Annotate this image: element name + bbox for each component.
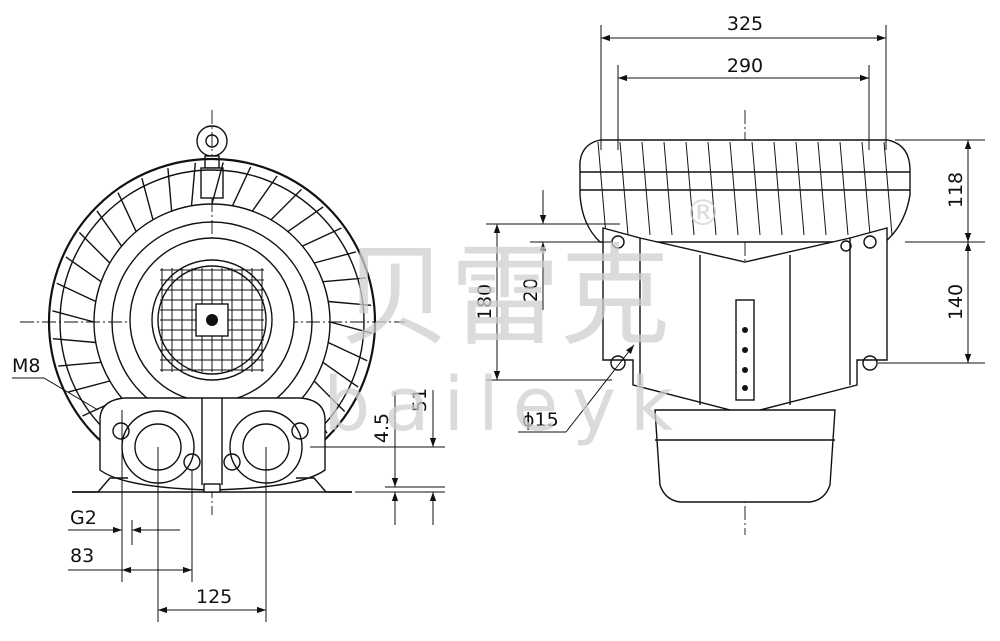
cooling-fin bbox=[167, 168, 173, 212]
cooling-fin bbox=[52, 337, 96, 344]
dim-290: 290 bbox=[727, 55, 763, 77]
cooling-fin bbox=[270, 188, 302, 221]
cap-rib bbox=[883, 141, 893, 236]
cap-rib bbox=[597, 141, 607, 236]
dim-325: 325 bbox=[727, 13, 763, 35]
mount-hole-left bbox=[610, 355, 626, 371]
watermark-english: baileyk bbox=[323, 362, 687, 448]
dim-hole-diameter: ϕ15 bbox=[522, 409, 559, 431]
cooling-fin bbox=[231, 166, 252, 207]
cooling-fin bbox=[313, 380, 346, 412]
cooling-fin bbox=[327, 341, 368, 362]
cooling-fin bbox=[329, 321, 372, 334]
motor-can bbox=[654, 409, 836, 503]
cooling-fin bbox=[322, 277, 366, 283]
cooling-fin bbox=[190, 162, 197, 206]
cap-rib bbox=[641, 141, 651, 236]
motor-face bbox=[129, 237, 295, 403]
cooling-fin bbox=[56, 282, 97, 303]
cooling-fin bbox=[322, 361, 359, 388]
watermark-chinese: 贝雷克 bbox=[340, 233, 670, 361]
cap-rib bbox=[729, 141, 739, 236]
cooling-fin bbox=[67, 380, 110, 393]
cap-rib bbox=[619, 141, 629, 236]
m8-leader-slant bbox=[43, 377, 99, 411]
cap-rib bbox=[795, 141, 805, 236]
dim-140: 140 bbox=[945, 284, 967, 320]
cooling-fin bbox=[65, 256, 102, 283]
mount-hole-right bbox=[862, 355, 878, 371]
dim-4-5: 4.5 bbox=[371, 413, 393, 443]
dim-83: 83 bbox=[70, 545, 94, 567]
cap-rib bbox=[751, 141, 761, 236]
cooling-fin bbox=[96, 210, 123, 247]
cooling-fin bbox=[251, 175, 278, 212]
front-view: M8 G2 83 125 4.5 51 bbox=[12, 110, 445, 622]
cap-rib bbox=[861, 141, 871, 236]
dim-20: 20 bbox=[520, 278, 542, 302]
fan-cap bbox=[579, 139, 911, 243]
dim-180: 180 bbox=[474, 284, 496, 320]
cap-rib bbox=[773, 141, 783, 236]
cap-rib bbox=[817, 141, 827, 236]
cooling-fin bbox=[117, 192, 137, 232]
cooling-fin bbox=[141, 177, 154, 220]
cap-rib bbox=[839, 141, 849, 236]
base-outlets bbox=[72, 397, 352, 493]
side-view: 325 290 118 140 180 20 ϕ15 bbox=[474, 13, 985, 535]
pipe-size-label: G2 bbox=[70, 507, 97, 529]
cooling-fin bbox=[314, 251, 357, 264]
cooling-fin bbox=[302, 227, 342, 247]
cooling-fin bbox=[211, 162, 224, 205]
watermark: 贝雷克 baileyk ® bbox=[323, 193, 721, 448]
dim-51: 51 bbox=[409, 388, 431, 412]
watermark-registered-mark: ® bbox=[685, 193, 721, 234]
cooling-fin bbox=[52, 310, 95, 323]
cap-rib bbox=[663, 141, 673, 236]
thread-label: M8 bbox=[12, 355, 40, 377]
cooling-fin bbox=[287, 206, 324, 233]
cooling-fin bbox=[58, 361, 102, 367]
cap-rib bbox=[707, 141, 717, 236]
dim-125: 125 bbox=[196, 586, 232, 608]
cap-rib bbox=[685, 141, 695, 236]
cooling-fin bbox=[78, 232, 111, 264]
cooling-fin bbox=[328, 300, 372, 307]
dim-118: 118 bbox=[945, 172, 967, 208]
